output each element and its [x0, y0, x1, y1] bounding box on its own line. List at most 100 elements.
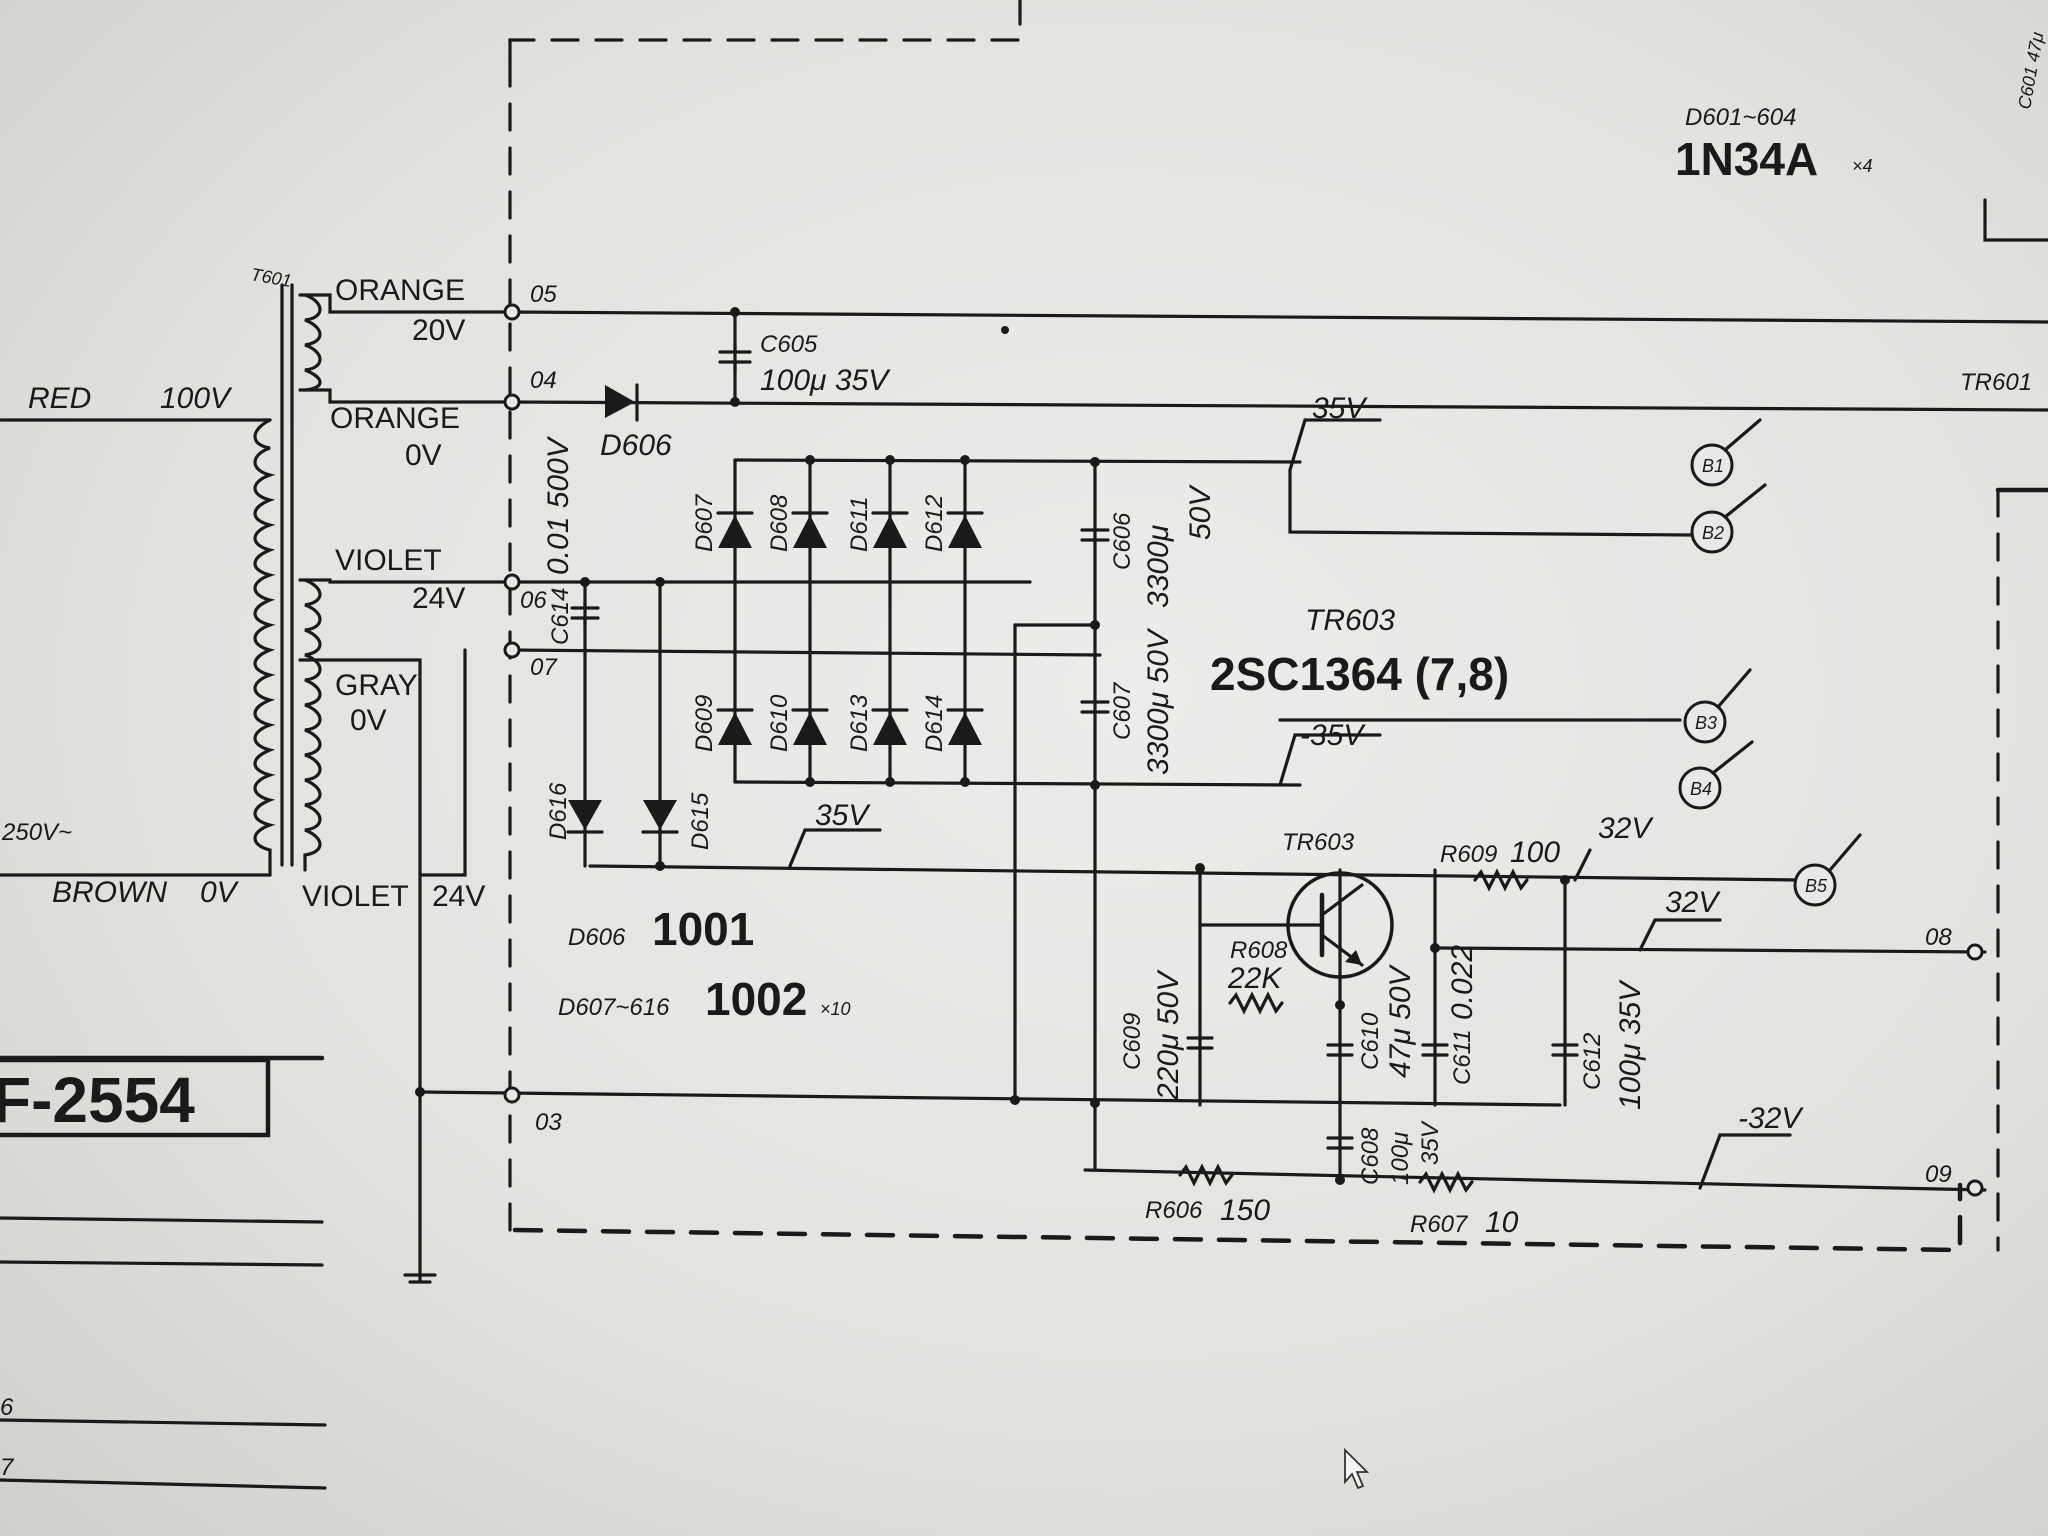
tr603-part-ref: TR603	[1305, 604, 1395, 637]
r608-ref: R608	[1230, 937, 1288, 964]
c612-ref: C612	[1579, 1033, 1606, 1090]
resistor-r608	[1228, 991, 1284, 1015]
primary-winding	[253, 418, 276, 877]
d607-616-part-no: 1002	[705, 973, 807, 1025]
cap-c614	[570, 600, 600, 627]
board-label: F-2554	[0, 1057, 271, 1138]
c608-value: 100μ	[1387, 1132, 1414, 1185]
terminal-b5	[1793, 863, 1837, 907]
cap-c612	[1551, 1043, 1579, 1057]
r607-value: 10	[1485, 1206, 1519, 1239]
cap-c605	[718, 343, 752, 374]
d601-604-part-no: 1N34A	[1675, 133, 1818, 185]
c614-value: 0.01 500V	[542, 435, 575, 575]
resistor-r609	[1473, 868, 1529, 892]
cap-c611	[1421, 1043, 1449, 1057]
sec-2-volt: 0V	[405, 439, 442, 472]
output-terminals	[1678, 418, 1862, 907]
d608-ref: D608	[766, 494, 793, 552]
terminal-04: 04	[530, 367, 557, 394]
r607-ref: R607	[1410, 1211, 1469, 1238]
sec-4-volt: 0V	[350, 704, 387, 737]
d606-ref: D606	[600, 429, 672, 462]
r609-value: 100	[1510, 836, 1560, 869]
r609-ref: R609	[1440, 841, 1497, 868]
transformer-t601	[253, 283, 322, 877]
side-number-6: 6	[0, 1394, 14, 1421]
d611-ref: D611	[846, 496, 873, 552]
d607-616-part-ref: D607~616	[558, 994, 670, 1021]
d609-ref: D609	[691, 695, 718, 752]
c609-ref: C609	[1119, 1013, 1146, 1070]
c612-value: 100μ 35V	[1614, 979, 1647, 1110]
c608-volt: 35V	[1417, 1120, 1444, 1165]
primary-top-label: RED	[28, 382, 91, 415]
resistors	[1178, 868, 1529, 1194]
d612-ref: D612	[921, 495, 948, 552]
d607-ref: D607	[691, 493, 718, 552]
d610-ref: D610	[766, 694, 793, 752]
terminal-06: 06	[520, 587, 547, 614]
corner-label: C601 47μ	[2014, 30, 2047, 110]
labels: T601 RED 100V 250V~ BROWN 0V ORANGE 20V …	[0, 30, 2047, 1481]
tr601-ref: TR601	[1960, 369, 2032, 396]
diode-bridge-top	[716, 511, 984, 548]
resistor-r606	[1178, 1163, 1234, 1187]
d614-ref: D614	[921, 695, 948, 752]
c606-value: 3300μ	[1142, 525, 1175, 608]
voltage-neg35v: -35V	[1300, 719, 1366, 752]
voltage-35v-top: 35V	[1312, 392, 1368, 425]
diode-d616-d615	[566, 800, 679, 834]
c607-value: 3300μ 50V	[1142, 627, 1175, 775]
sec-1-volt: 20V	[412, 314, 465, 347]
tr603-part-no: 2SC1364 (7,8)	[1210, 648, 1509, 700]
primary-top-volt: 100V	[160, 382, 233, 415]
transistor-tr603-symbol	[1198, 871, 1394, 979]
voltage-35v-left: 35V	[815, 799, 871, 832]
output-b5: B5	[1805, 876, 1828, 896]
output-b3: B3	[1695, 713, 1717, 733]
primary-bottom-volt: 0V	[200, 876, 240, 909]
primary-tap-label: 250V~	[1, 819, 72, 846]
cap-c609	[1186, 1036, 1214, 1050]
sec-1-color: ORANGE	[335, 274, 465, 307]
sec-5-color: VIOLET	[302, 880, 409, 913]
sec-3-volt: 24V	[412, 582, 465, 615]
c611-ref: C611	[1449, 1029, 1476, 1085]
c608-ref: C608	[1357, 1127, 1384, 1185]
capacitors	[570, 343, 1579, 1150]
d613-ref: D613	[846, 694, 873, 752]
c605-ref: C605	[760, 331, 818, 358]
c606-volt: 50V	[1184, 484, 1217, 540]
terminal-b4	[1678, 766, 1722, 810]
d615-ref: D615	[687, 792, 714, 850]
mouse-cursor-icon	[1344, 1447, 1370, 1490]
c606-ref: C606	[1109, 512, 1136, 570]
sec-4-color: GRAY	[335, 669, 418, 702]
board-number: F-2554	[0, 1064, 195, 1136]
c611-value: 0.022	[1446, 945, 1479, 1020]
side-number-7: 7	[0, 1454, 15, 1481]
c609-value: 220μ 50V	[1152, 969, 1185, 1101]
d601-604-qty: ×4	[1852, 156, 1873, 176]
terminal-b1	[1690, 443, 1734, 487]
transformer-ref: T601	[249, 264, 293, 291]
diode-bridge-bottom	[716, 708, 984, 745]
terminal-05: 05	[530, 281, 557, 308]
c607-ref: C607	[1109, 681, 1136, 740]
terminal-b2	[1690, 510, 1734, 554]
voltage-32v-top: 32V	[1598, 812, 1654, 845]
d606-part-ref: D606	[568, 924, 626, 951]
c610-ref: C610	[1357, 1012, 1384, 1070]
output-b2: B2	[1702, 523, 1724, 543]
wiring	[0, 0, 2048, 1490]
terminal-09: 09	[1925, 1161, 1952, 1188]
diode-d606-symbol	[605, 383, 639, 422]
output-b4: B4	[1690, 779, 1712, 799]
c610-value: 47μ 50V	[1384, 963, 1417, 1078]
tr603-symbol-ref: TR603	[1282, 829, 1355, 856]
cap-c608	[1326, 1136, 1354, 1150]
resistor-r607	[1418, 1170, 1474, 1194]
